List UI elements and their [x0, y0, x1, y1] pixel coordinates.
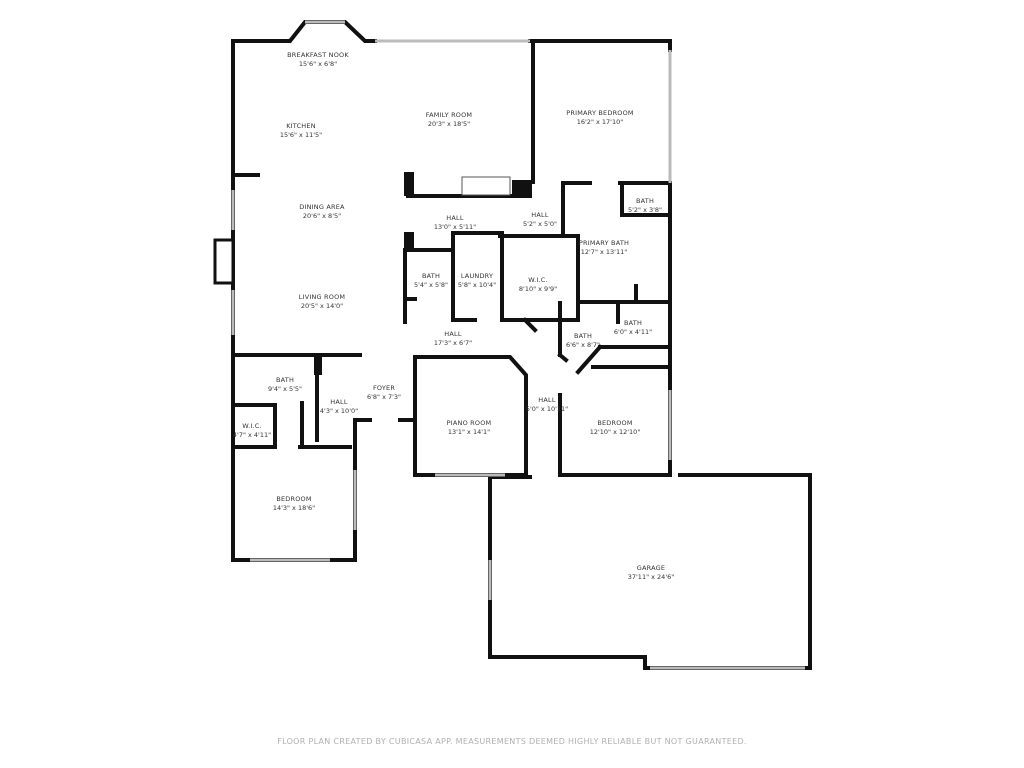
room-dimensions: 5'8" x 10'4": [458, 281, 496, 289]
room-label: W.I.C.8'10" x 9'9": [519, 276, 557, 293]
room-name: BATH: [636, 197, 654, 205]
room-name: BATH: [624, 319, 642, 327]
room-name: W.I.C.: [242, 422, 262, 430]
room-name: BATH: [276, 376, 294, 384]
room-dimensions: 13'0" x 5'11": [434, 223, 476, 231]
room-name: DINING AREA: [299, 203, 345, 211]
room-dimensions: 37'11" x 24'6": [628, 573, 674, 581]
windows: [231, 20, 805, 670]
room-name: W.I.C.: [528, 276, 548, 284]
room-dimensions: 14'3" x 18'6": [273, 504, 315, 512]
room-name: HALL: [444, 330, 462, 338]
walls: [213, 20, 812, 670]
room-dimensions: 6'6" x 8'7": [566, 341, 600, 349]
room-name: BATH: [422, 272, 440, 280]
room-dimensions: 15'6" x 11'5": [280, 131, 322, 139]
room-name: PIANO ROOM: [447, 419, 492, 427]
room-dimensions: 20'5" x 14'0": [301, 302, 343, 310]
footer-disclaimer: FLOOR PLAN CREATED BY CUBICASA APP. MEAS…: [277, 737, 747, 746]
room-name: PRIMARY BEDROOM: [566, 109, 633, 117]
room-dimensions: 6'0" x 4'11": [614, 328, 652, 336]
room-name: BREAKFAST NOOK: [287, 51, 349, 59]
room-label: W.I.C.4'7" x 4'11": [233, 422, 271, 439]
room-dimensions: 15'6" x 6'8": [299, 60, 337, 68]
room-name: HALL: [531, 211, 549, 219]
room-name: BEDROOM: [276, 495, 311, 503]
room-dimensions: 5'2" x 5'0": [523, 220, 557, 228]
room-dimensions: 20'6" x 8'5": [303, 212, 341, 220]
room-dimensions: 5'0" x 10'11": [526, 405, 568, 413]
room-name: HALL: [538, 396, 556, 404]
room-dimensions: 16'2" x 17'10": [577, 118, 623, 126]
room-dimensions: 5'2" x 3'8": [628, 206, 662, 214]
room-dimensions: 9'4" x 5'5": [268, 385, 302, 393]
room-name: FAMILY ROOM: [426, 111, 472, 119]
room-dimensions: 17'3" x 6'7": [434, 339, 472, 347]
room-dimensions: 20'3" x 18'5": [428, 120, 470, 128]
room-dimensions: 4'7" x 4'11": [233, 431, 271, 439]
room-name: BATH: [574, 332, 592, 340]
room-dimensions: 12'10" x 12'10": [590, 428, 641, 436]
room-dimensions: 13'1" x 14'1": [448, 428, 490, 436]
room-dimensions: 12'7" x 13'11": [581, 248, 627, 256]
room-name: HALL: [446, 214, 464, 222]
room-name: GARAGE: [637, 564, 665, 572]
room-name: KITCHEN: [286, 122, 316, 130]
room-dimensions: 4'3" x 10'0": [320, 407, 358, 415]
room-name: LAUNDRY: [461, 272, 493, 280]
room-name: BEDROOM: [597, 419, 632, 427]
room-dimensions: 6'8" x 7'3": [367, 393, 401, 401]
room-name: LIVING ROOM: [299, 293, 345, 301]
room-dimensions: 5'4" x 5'8": [414, 281, 448, 289]
room-name: FOYER: [373, 384, 395, 392]
room-name: PRIMARY BATH: [579, 239, 629, 247]
room-dimensions: 8'10" x 9'9": [519, 285, 557, 293]
room-name: HALL: [330, 398, 348, 406]
